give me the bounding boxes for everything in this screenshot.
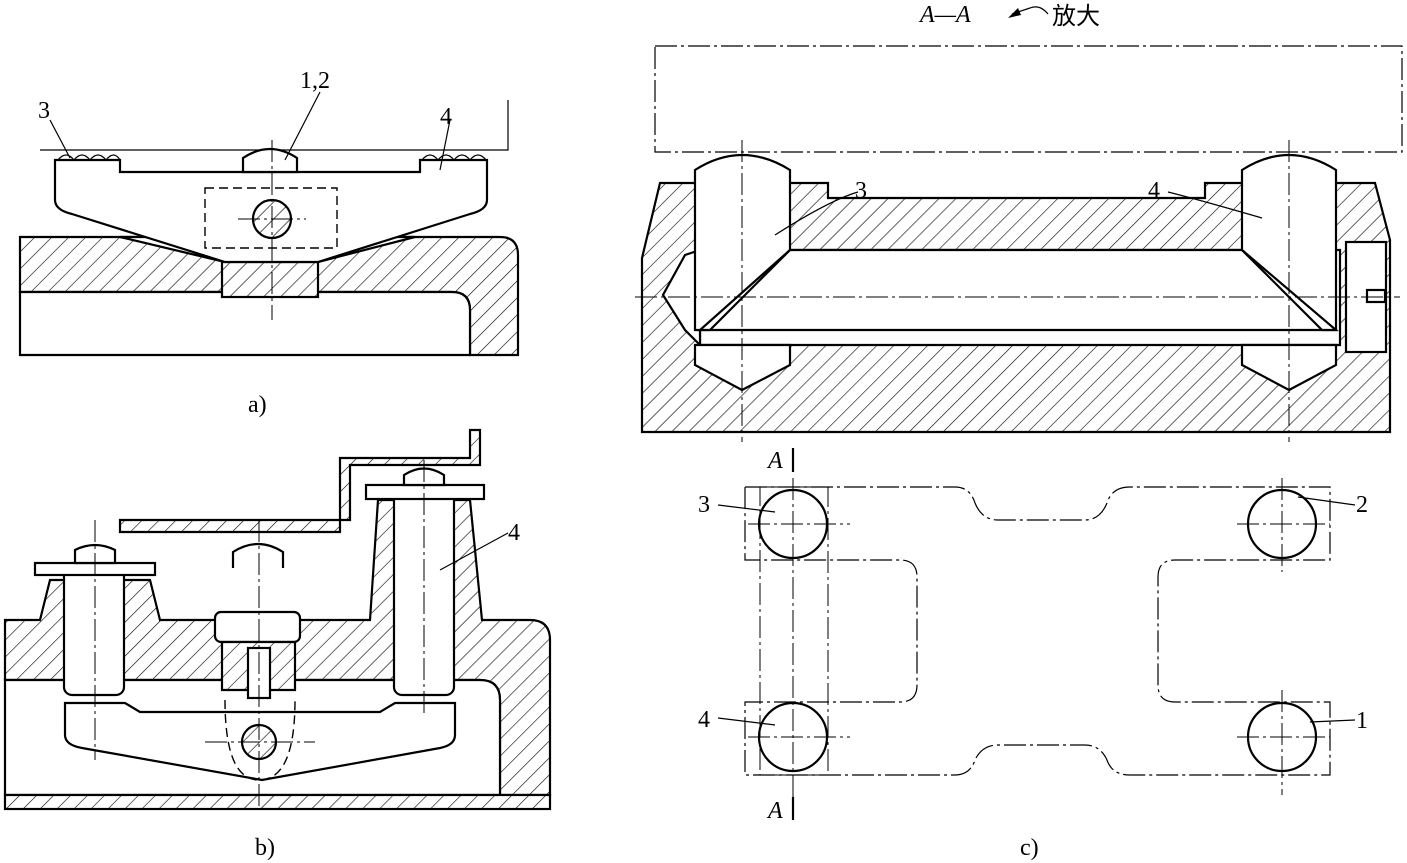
- pin-head-a: [241, 147, 299, 174]
- section-label-bottom: A: [766, 798, 783, 824]
- caption-b: b): [255, 835, 275, 861]
- section-arrowhead: [1008, 8, 1021, 18]
- leader-3-a: [49, 119, 71, 159]
- leader-3-c-section: [774, 191, 859, 236]
- reference-plane-a: [40, 100, 509, 151]
- plan-outline: [744, 486, 1331, 776]
- section-arrow: [1011, 6, 1049, 15]
- label-2-plan: 2: [1356, 492, 1368, 518]
- label-4-c-section: 4: [1148, 178, 1160, 204]
- label-1-plan: 1: [1356, 708, 1368, 734]
- leader-4-plan: [717, 717, 776, 726]
- label-3-plan: 3: [698, 492, 710, 518]
- serration-right-a: [421, 154, 487, 161]
- bar-right-edge: [1241, 249, 1323, 331]
- leader-4-a: [439, 119, 451, 171]
- figure-a: 3 4 1,2 a): [18, 68, 520, 418]
- leader-12-a: [284, 91, 321, 161]
- pin-block-a: [220, 260, 320, 299]
- pin-4-lower: [1240, 343, 1338, 392]
- label-4-plan: 4: [698, 707, 710, 733]
- pin-3-lower: [693, 343, 792, 392]
- pin-left-b: [62, 563, 126, 697]
- top-frame-b: [118, 428, 482, 534]
- reference-plate-c: [654, 45, 1403, 153]
- leader-4-c-section: [1167, 191, 1263, 219]
- hidden-block-a: [204, 187, 338, 249]
- label-4-a: 4: [440, 104, 452, 130]
- diagonal-bar-c: [697, 248, 1339, 332]
- bottom-strip-b: [3, 793, 552, 811]
- figure-b: 4 b): [3, 428, 552, 861]
- figure-c-section: A—A 放大 3 4: [635, 2, 1403, 442]
- caption-a: a): [248, 392, 267, 418]
- pin-right-cap-b: [364, 483, 486, 501]
- pin-center-top-b: [231, 542, 285, 568]
- end-plug-notch: [1365, 288, 1387, 304]
- plan-bar-left: [759, 486, 829, 776]
- base-lower-a: [18, 290, 472, 357]
- bar-left-edge: [709, 249, 791, 331]
- section-label-top: A: [766, 448, 783, 474]
- leader-3-plan: [717, 504, 776, 513]
- label-3-c-section: 3: [855, 178, 867, 204]
- label-4-b: 4: [508, 520, 520, 546]
- leader-1-plan: [1309, 719, 1356, 723]
- section-title: A—A: [918, 2, 971, 28]
- label-3-a: 3: [38, 98, 50, 124]
- label-12-a: 1,2: [300, 68, 330, 94]
- caption-c: c): [1020, 835, 1039, 861]
- leader-4-b: [439, 532, 509, 571]
- leader-2-plan: [1297, 496, 1356, 506]
- section-suffix: 放大: [1052, 3, 1100, 30]
- pin-center-b: [213, 610, 302, 644]
- figure-c-plan: A A 3 4 2 1 c): [698, 448, 1368, 861]
